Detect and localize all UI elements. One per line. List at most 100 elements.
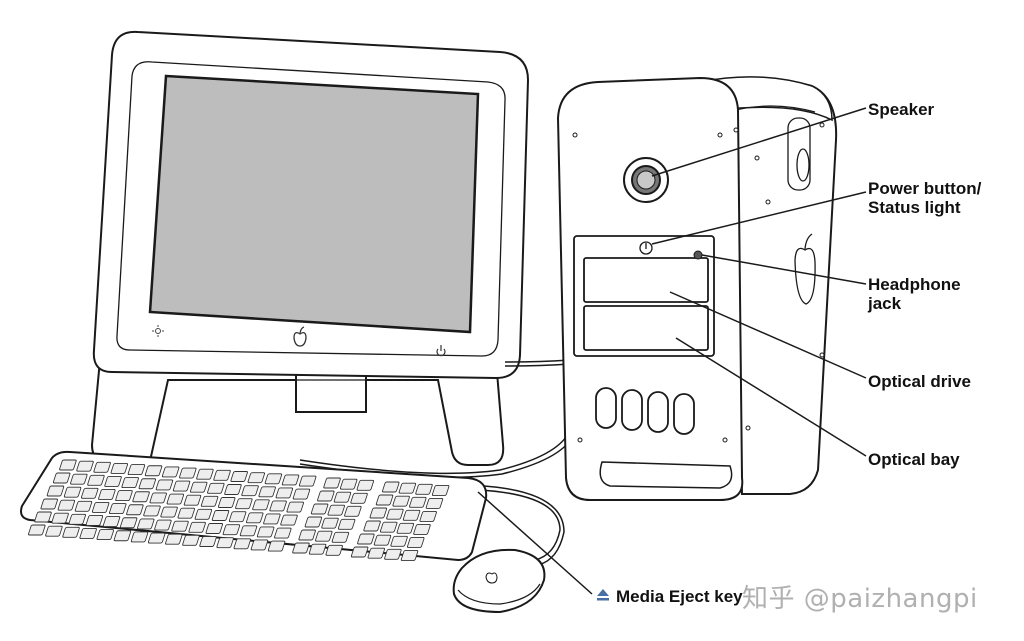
keyboard-key	[165, 533, 183, 545]
keyboard-key	[188, 521, 206, 533]
keyboard-key	[113, 530, 132, 542]
keyboard-key	[119, 517, 138, 529]
keyboard-key	[323, 477, 341, 489]
keyboard-key	[218, 497, 236, 508]
keyboard-key	[375, 494, 394, 506]
keyboard-key	[207, 482, 225, 494]
label-optical-drive: Optical drive	[868, 372, 971, 391]
keyboard-key	[407, 537, 425, 548]
leader-optical-drive	[669, 291, 867, 379]
keyboard-key	[356, 479, 375, 491]
label-optical-bay: Optical bay	[868, 450, 960, 469]
keyboard-key	[398, 482, 417, 494]
keyboard-key	[53, 472, 71, 484]
label-jack: jack	[868, 294, 902, 313]
keyboard-key	[224, 484, 242, 495]
keyboard-key	[147, 532, 166, 544]
keyboard-key	[104, 476, 122, 487]
keyboard-key	[200, 495, 219, 507]
keyboard-key	[177, 507, 195, 519]
keyboard-key	[286, 501, 304, 513]
brightness-icon	[152, 325, 164, 337]
leader-eject	[477, 491, 593, 595]
tower-apple-logo-icon	[794, 247, 816, 305]
keyboard-key	[205, 523, 223, 534]
keyboard-key	[93, 461, 111, 473]
keyboard-key	[96, 529, 114, 541]
monitor	[90, 30, 530, 466]
keyboard-key	[154, 519, 172, 531]
keyboard-key	[127, 464, 146, 476]
keyboard-key	[98, 489, 116, 500]
keyboard-key	[357, 533, 375, 545]
keyboard-key	[81, 487, 99, 499]
keyboard-key	[310, 503, 329, 515]
keyboard-key	[419, 511, 437, 522]
keyboard-key	[222, 524, 241, 536]
keyboard-key	[275, 487, 294, 499]
keyboard-key	[155, 479, 174, 491]
keyboard-key	[228, 511, 247, 523]
keyboard-key	[267, 540, 286, 552]
tower-power-icon	[639, 241, 653, 255]
keyboard-key	[74, 500, 93, 512]
keyboard-key	[269, 500, 287, 512]
keyboard-key	[171, 520, 189, 532]
keyboard-key	[130, 531, 149, 543]
keyboard-key	[258, 486, 276, 498]
keyboard-key	[109, 503, 127, 515]
keyboard-key	[216, 537, 234, 549]
keyboard-key	[144, 465, 163, 477]
keyboard-key	[425, 498, 444, 509]
keyboard-key	[28, 524, 46, 536]
optical-drive	[583, 257, 709, 303]
keyboard-key	[179, 467, 197, 479]
keyboard-key	[386, 508, 404, 520]
keyboard-key	[382, 481, 400, 493]
keyboard-key	[110, 463, 128, 474]
keyboard-key	[34, 511, 52, 523]
keyboard-key	[373, 534, 392, 546]
keyboard-key	[194, 508, 213, 520]
keyboard-key	[68, 513, 86, 525]
keyboard-key	[246, 512, 264, 524]
monitor-stand-neck	[295, 371, 367, 413]
keyboard-key	[59, 459, 77, 471]
keyboard-key	[280, 514, 298, 526]
keyboard-key	[190, 481, 208, 493]
label-power-button: Power button/	[868, 179, 982, 198]
keyboard-key	[380, 521, 398, 533]
keyboard-key	[137, 518, 155, 530]
leader-speaker	[651, 107, 867, 177]
keyboard-key	[308, 543, 327, 555]
keyboard-key	[70, 473, 88, 485]
eject-icon	[597, 589, 609, 601]
headphone-jack	[693, 250, 703, 260]
keyboard-key	[340, 478, 358, 490]
keyboard-key	[239, 525, 258, 537]
keyboard-key	[247, 472, 265, 484]
keyboard-key	[76, 460, 94, 472]
keyboard-key	[40, 498, 58, 510]
keyboard-key	[183, 494, 202, 506]
keyboard-key	[149, 492, 167, 504]
keyboard-key	[121, 477, 139, 489]
keyboard-key	[321, 517, 339, 529]
keyboard-key	[172, 480, 191, 492]
label-speaker: Speaker	[868, 100, 935, 119]
keyboard-key	[143, 505, 161, 517]
keyboard-key	[298, 529, 316, 541]
keyboard	[20, 450, 488, 562]
apple-logo-icon	[293, 326, 307, 347]
keyboard-key	[350, 546, 369, 558]
keyboard-key	[138, 478, 157, 490]
keyboard-key	[230, 471, 248, 482]
keyboard-key	[211, 510, 230, 521]
keyboard-key	[51, 512, 69, 524]
keyboard-key	[235, 498, 253, 510]
speaker	[623, 157, 669, 203]
keyboard-key	[233, 538, 251, 550]
keyboard-key	[264, 473, 283, 485]
keyboard-key	[390, 535, 408, 547]
